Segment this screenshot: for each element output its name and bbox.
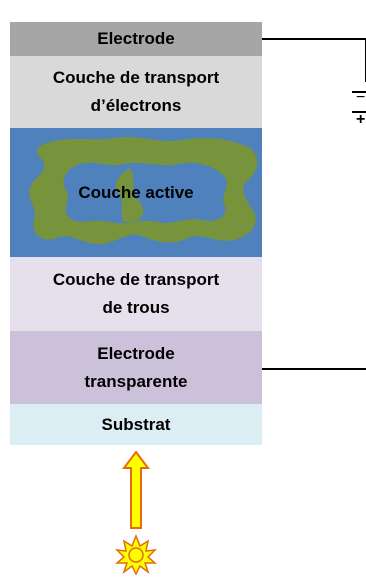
sun-core [128, 547, 144, 563]
light-arrow [122, 450, 150, 529]
layer-electron-transport: Couche de transport d’électrons [10, 56, 262, 128]
device-stack: Electrode Couche de transport d’électron… [10, 22, 262, 445]
active-blend-arm [115, 168, 144, 222]
layer-substrate-label: Substrat [101, 414, 171, 434]
layer-substrate: Substrat [10, 404, 262, 445]
light-arrow-shape [122, 450, 150, 529]
active-layer-morphology [29, 137, 258, 245]
layer-transparent-electrode-label: Electrode transparente [84, 343, 188, 391]
layer-electron-transport-label: Couche de transport d’électrons [52, 68, 220, 115]
circuit-wire-bottom [262, 368, 366, 370]
battery-minus-sign: − [356, 89, 365, 106]
battery-plus-sign: + [356, 111, 365, 128]
layer-electrode-label: Electrode [97, 29, 175, 48]
layer-electrode: Electrode [10, 22, 262, 56]
layer-transparent-electrode: Electrode transparente [10, 331, 262, 404]
active-blend-domain [29, 137, 258, 245]
layer-active: Couche active [10, 128, 262, 257]
circuit-wire [262, 38, 366, 82]
layer-active-label: Couche active [78, 182, 194, 202]
layer-hole-transport-label: Couche de transport de trous [52, 270, 220, 317]
layer-hole-transport: Couche de transport de trous [10, 257, 262, 331]
